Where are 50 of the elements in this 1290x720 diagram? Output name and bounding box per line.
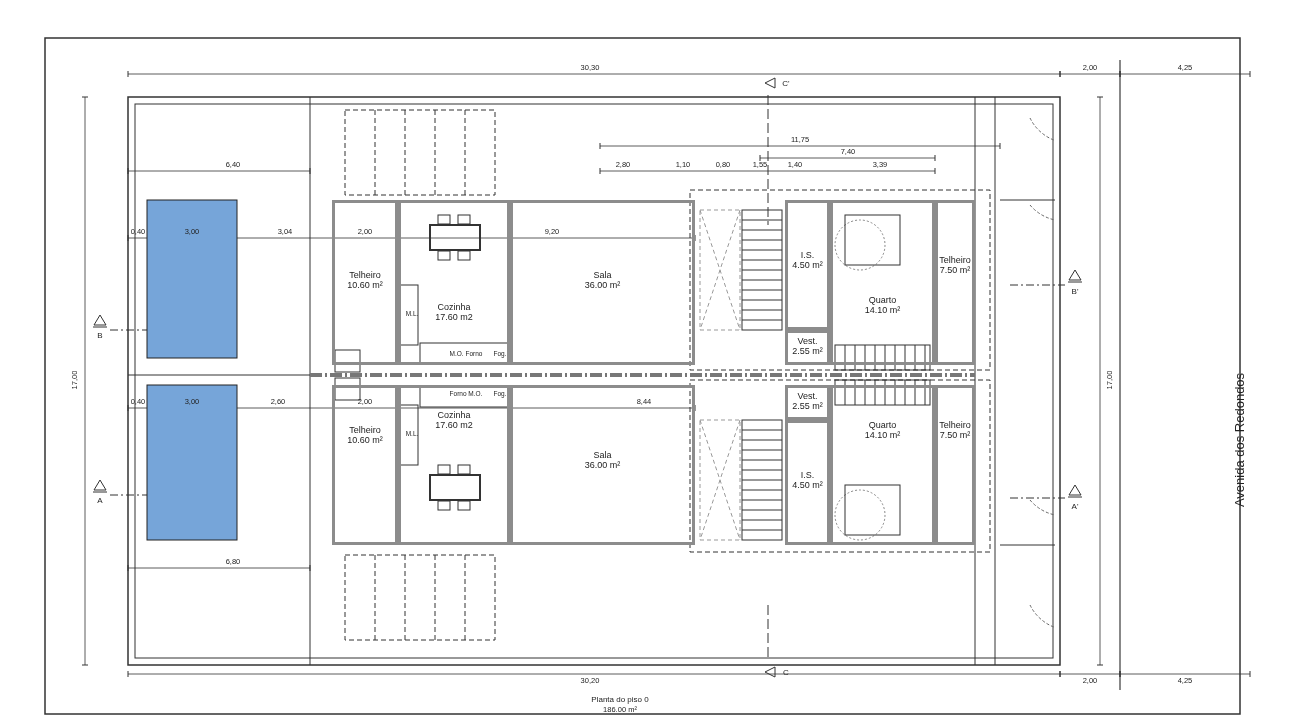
room: [935, 385, 975, 545]
room-area: 14.10 m²: [864, 305, 901, 315]
room-area: 14.10 m²: [864, 430, 901, 440]
room: [510, 200, 695, 365]
room-area: 17.60 m2: [435, 312, 473, 322]
room-name: Quarto: [868, 420, 897, 430]
room-name: Sala: [593, 450, 612, 460]
room-name: Telheiro: [939, 420, 971, 430]
room-name: Cozinha: [437, 302, 471, 312]
room-name: Vest.: [797, 391, 818, 401]
room-area: 7.50 m²: [939, 430, 971, 440]
room: [785, 330, 830, 365]
room-area: 2.55 m²: [792, 346, 823, 356]
room-name: Telheiro: [939, 255, 971, 265]
room: [785, 385, 830, 420]
section-mark: C': [782, 80, 790, 88]
section-mark: A: [97, 497, 103, 505]
room-name: I.S.: [800, 470, 815, 480]
room-name: Cozinha: [437, 410, 471, 420]
room-name: I.S.: [800, 250, 815, 260]
room-area: 4.50 m²: [792, 260, 823, 270]
room-area: 10.60 m²: [347, 280, 383, 290]
section-mark: B: [97, 332, 103, 340]
room-area: 7.50 m²: [939, 265, 971, 275]
street-name: Avenida dos Redondos: [1233, 372, 1247, 508]
room: [935, 200, 975, 365]
room-name: Vest.: [797, 336, 818, 346]
room: [830, 385, 935, 545]
room: [332, 385, 398, 545]
room-name: Sala: [593, 270, 612, 280]
room-name: Quarto: [868, 295, 897, 305]
room-area: 10.60 m²: [347, 435, 383, 445]
section-mark: C: [783, 669, 789, 677]
room-area: 36.00 m²: [584, 460, 621, 470]
room-name: Telheiro: [349, 270, 381, 280]
room: [398, 385, 510, 545]
room: [510, 385, 695, 545]
plan-caption: Planta do piso 0: [591, 696, 649, 704]
section-mark: B': [1071, 288, 1079, 296]
room: [785, 420, 830, 545]
room: [398, 200, 510, 365]
room: [332, 200, 398, 365]
room-name: Telheiro: [349, 425, 381, 435]
room-area: 4.50 m²: [792, 480, 823, 490]
section-mark: A': [1071, 503, 1079, 511]
room: [785, 200, 830, 330]
room: [830, 200, 935, 365]
room-area: 17.60 m2: [435, 420, 473, 430]
room-area: 2.55 m²: [792, 401, 823, 411]
room-area: 36.00 m²: [584, 280, 621, 290]
